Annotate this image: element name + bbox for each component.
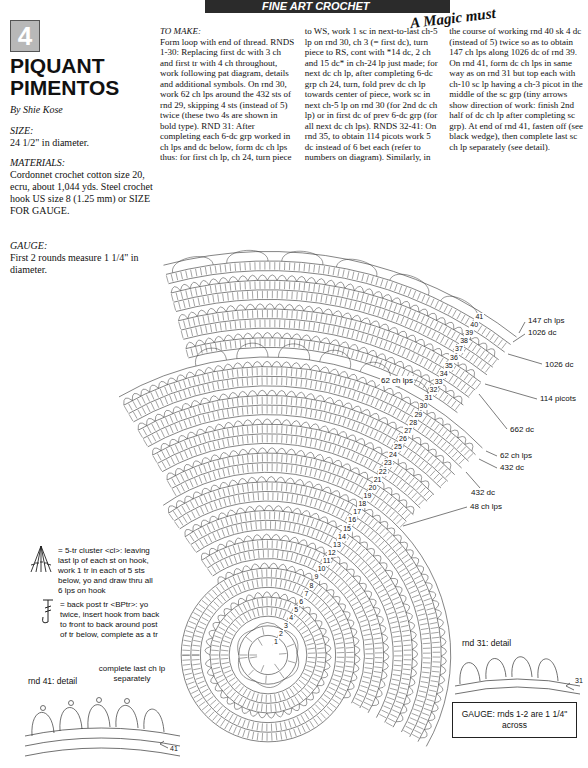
count-label: 147 ch lps (528, 316, 564, 326)
count-label: 1026 dc (528, 328, 556, 338)
round-number: 8 (309, 582, 315, 590)
pattern-number-box: 4 (10, 20, 40, 52)
section-heading: TO MAKE: (160, 26, 296, 37)
round-number: 19 (363, 492, 373, 500)
round-number: 9 (314, 573, 320, 581)
legend-text: = 5-tr cluster <cl>: leaving last lp of … (58, 546, 158, 596)
round-number: 11 (322, 557, 331, 565)
round-number: 1 (273, 638, 279, 646)
count-label: 114 picots (540, 394, 576, 404)
round-number: 14 (337, 533, 347, 541)
round-arc (119, 251, 517, 746)
round-number: 41 (474, 313, 484, 321)
count-label: 432 dc (471, 488, 495, 498)
legend-text: = back post tr <BPtr>: yo twice, insert … (60, 600, 160, 640)
round-number: 22 (378, 468, 388, 476)
detail-note: complete last ch lp separately (96, 664, 168, 684)
box-text: 4 (11, 21, 39, 51)
section-heading: MATERIALS: (10, 157, 65, 169)
materials-text: Cordonnet crochet cotton size 20, ecru, … (10, 169, 155, 217)
round-number: 31 (424, 394, 434, 402)
detail-label: rnd 31: detail (462, 638, 511, 648)
round-number: 25 (393, 443, 403, 451)
round-number: 20 (368, 484, 378, 492)
round-number: 39 (464, 329, 474, 337)
detail-label: rnd 41: detail (28, 676, 77, 686)
chain-loop (124, 250, 495, 738)
round-number: 34 (439, 370, 449, 378)
round-number: 35 (444, 362, 454, 370)
round-number: 37 (454, 345, 464, 353)
rnd-41-detail-drawing (25, 698, 180, 757)
count-label: 432 dc (500, 463, 524, 473)
byline: By Shie Kose (10, 104, 63, 116)
round-number: 3 (283, 622, 289, 630)
rnd-31-detail-drawing (455, 657, 580, 694)
count-label: 62 ch lps (500, 451, 532, 461)
header-title: FINE ART CROCHET (262, 0, 370, 12)
round-number: 5 (293, 606, 299, 614)
round-number: 40 (469, 321, 479, 329)
round-number: 21 (373, 476, 383, 484)
round-number: 7 (303, 590, 309, 598)
instruction-columns: TO MAKE:Form loop with end of thread. RN… (160, 26, 585, 163)
gauge-box: GAUGE: rnds 1-2 are 1 1/4" across (452, 702, 577, 738)
gauge-text: First 2 rounds measure 1 1/4" in diamete… (10, 252, 155, 276)
round-number: 27 (403, 427, 413, 435)
round-number: 28 (408, 419, 418, 427)
header-band (205, 0, 450, 13)
round-number: 13 (332, 541, 342, 549)
size-text: 24 1/2" in diameter. (10, 137, 89, 149)
pattern-title: PIQUANT PIMENTOS (10, 55, 158, 99)
round-number: 15 (342, 525, 352, 533)
cluster-symbol (31, 546, 51, 572)
count-label: 1026 dc (545, 360, 573, 370)
round-number: 36 (449, 354, 459, 362)
back-post-tr-symbol (43, 600, 53, 623)
box-text: GAUGE: rnds 1-2 are 1 1/4" across (459, 709, 570, 731)
round-number: 33 (434, 378, 444, 386)
count-label: 662 dc (510, 425, 534, 435)
round-arcs (119, 250, 517, 746)
section-heading: GAUGE: (10, 240, 47, 252)
round-number: 10 (317, 565, 327, 573)
round-number: 17 (352, 508, 362, 516)
round-number: 16 (347, 516, 357, 524)
round-number: 38 (459, 337, 469, 345)
round-number: 32 (429, 386, 439, 394)
round-number: 26 (398, 435, 408, 443)
round-number: 41 (170, 744, 178, 754)
round-number: 23 (383, 459, 393, 467)
section-heading: SIZE: (10, 125, 33, 137)
count-label: 62 ch lps (380, 376, 414, 386)
count-label: 48 ch lps (470, 502, 502, 512)
round-number: 6 (298, 598, 304, 606)
round-number: 24 (388, 451, 398, 459)
round-number: 4 (288, 614, 294, 622)
instruction-text: Form loop with end of thread. RNDS 1-30:… (160, 26, 585, 163)
round-number: 12 (327, 549, 337, 557)
round-number: 31 (575, 676, 583, 686)
round-number: 2 (278, 630, 284, 638)
leader-lines (403, 322, 542, 526)
round-number: 29 (413, 411, 423, 419)
round-number: 30 (419, 402, 429, 410)
round-number: 18 (357, 500, 367, 508)
